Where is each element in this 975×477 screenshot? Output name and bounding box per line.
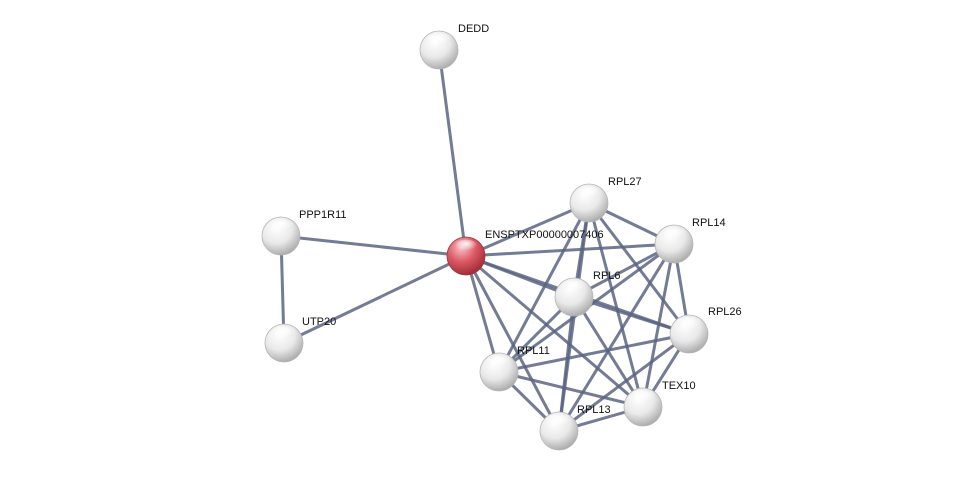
edge-ensptxp00000007406-ppp1r11 <box>279 234 468 258</box>
node-rpl27[interactable]: RPL27 <box>569 176 642 223</box>
edge-rpl26-rpl13 <box>557 332 691 433</box>
node-dedd[interactable]: DEDD <box>419 23 489 70</box>
edge-rpl14-rpl13 <box>557 242 676 433</box>
node-utp20[interactable]: UTP20 <box>264 316 336 363</box>
edge-rpl11-tex10 <box>497 370 645 409</box>
node-label: ENSPTXP00000007406 <box>485 229 604 241</box>
edge-rpl27-tex10 <box>587 201 645 409</box>
node-label: DEDD <box>458 23 489 35</box>
edge-rpl27-rpl11 <box>497 201 591 374</box>
node-label: RPL6 <box>593 270 621 282</box>
edge-ensptxp00000007406-utp20 <box>282 254 468 345</box>
node-label: PPP1R11 <box>299 209 347 221</box>
node-highlight <box>547 414 571 429</box>
node-rpl13[interactable]: RPL13 <box>539 404 611 451</box>
node-label: RPL27 <box>608 176 642 188</box>
edge-ensptxp00000007406-rpl11 <box>464 254 501 374</box>
node-label: UTP20 <box>302 316 336 328</box>
node-highlight <box>677 317 701 332</box>
edge-rpl26-rpl11 <box>497 332 691 374</box>
node-highlight <box>562 280 586 295</box>
node-label: RPL11 <box>517 345 550 357</box>
node-highlight <box>427 33 451 48</box>
edge-rpl6-rpl13 <box>557 295 576 433</box>
node-highlight <box>631 390 655 405</box>
node-highlight <box>662 227 686 242</box>
node-rpl26[interactable]: RPL26 <box>669 306 742 354</box>
edge-rpl6-rpl26 <box>572 295 691 336</box>
edge-rpl6-tex10 <box>572 295 645 409</box>
node-rpl6[interactable]: RPL6 <box>554 270 621 317</box>
edge-ensptxp00000007406-rpl27 <box>464 201 591 258</box>
node-tex10[interactable]: TEX10 <box>623 380 696 427</box>
node-label: RPL26 <box>708 306 742 318</box>
node-highlight <box>272 326 296 341</box>
node-highlight <box>269 219 293 234</box>
node-label: RPL13 <box>577 404 611 416</box>
edge-ensptxp00000007406-rpl14 <box>464 242 676 258</box>
node-rpl11[interactable]: RPL11 <box>479 345 550 392</box>
node-highlight <box>454 239 478 254</box>
node-rpl14[interactable]: RPL14 <box>654 217 726 264</box>
node-ppp1r11[interactable]: PPP1R11 <box>261 209 347 256</box>
node-highlight <box>487 355 511 370</box>
node-ensptxp00000007406[interactable]: ENSPTXP00000007406 <box>446 229 604 276</box>
node-label: TEX10 <box>662 380 696 392</box>
edge-ensptxp00000007406-dedd <box>437 48 468 258</box>
node-label: RPL14 <box>692 217 726 229</box>
node-highlight <box>577 186 601 201</box>
